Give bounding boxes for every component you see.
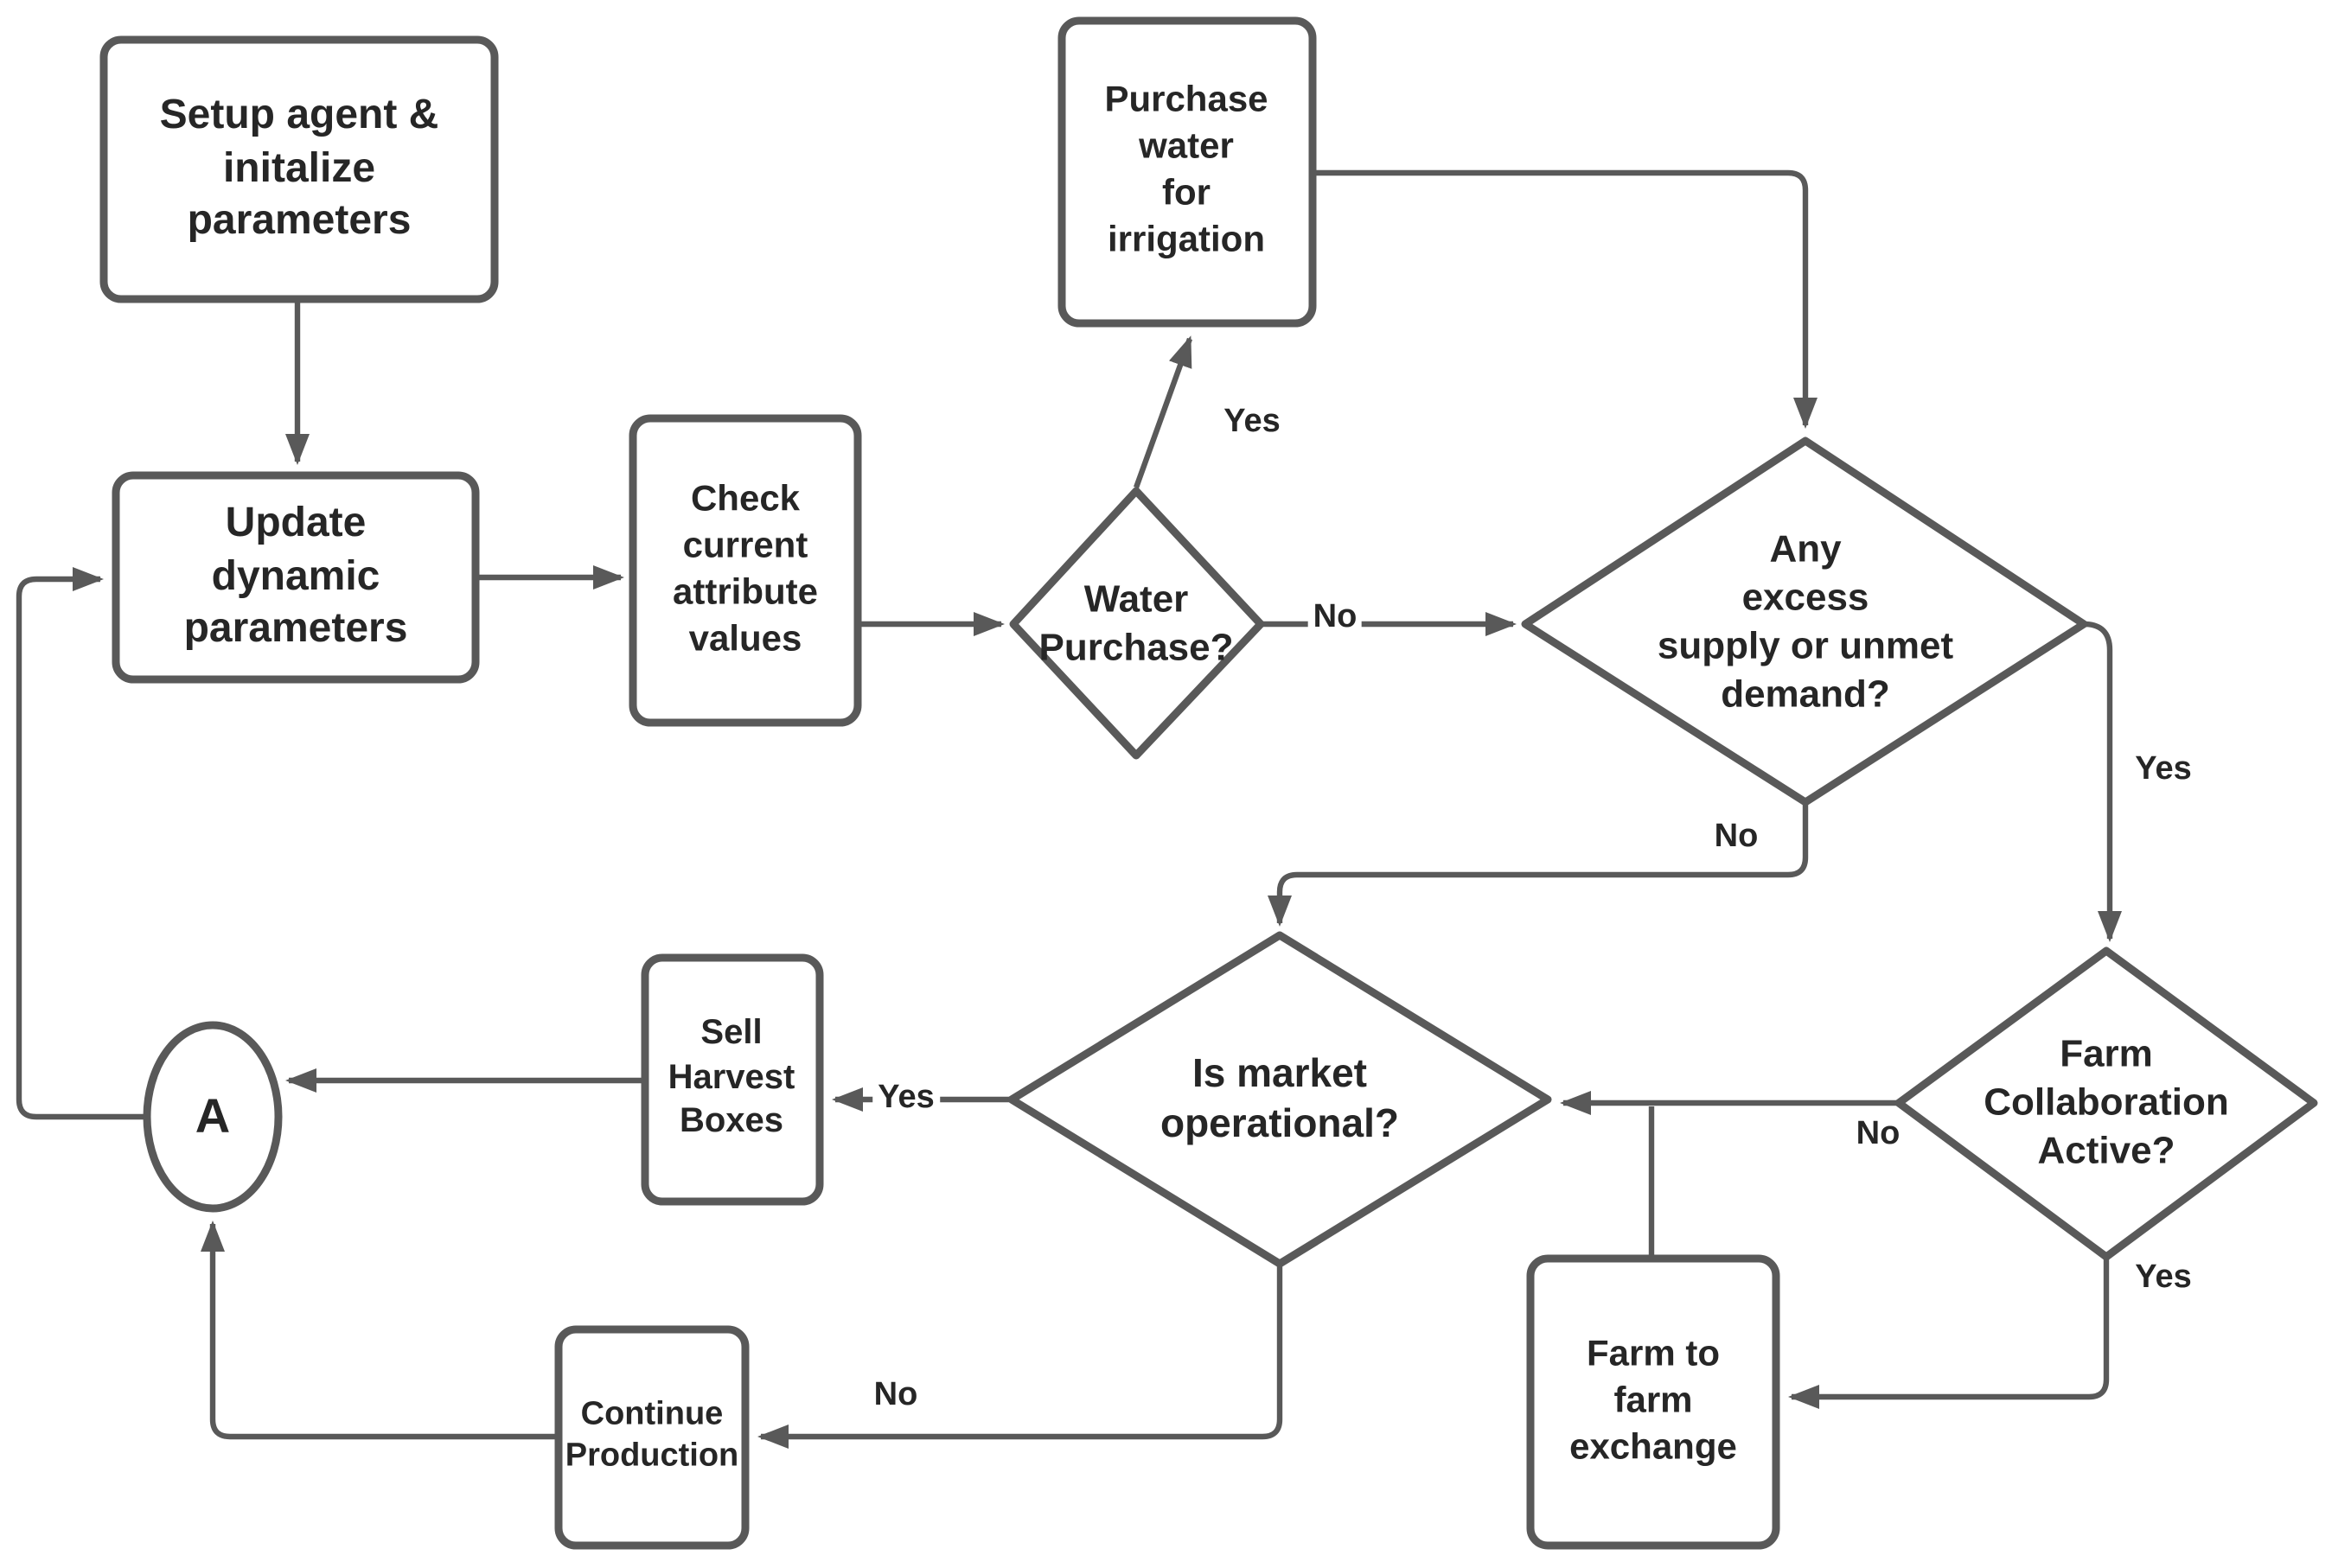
edge-label-excess-no: No <box>1709 819 1764 857</box>
node-farm-box <box>1526 1254 1780 1550</box>
setup-label: Setup agent & initalize parameters <box>159 91 439 245</box>
update-label: Update dynamic parameters <box>183 499 408 653</box>
edge-label-market-no: No <box>868 1377 923 1415</box>
check-label: Check current attribute values <box>673 479 818 659</box>
continue-label: Continue Production <box>565 1396 739 1475</box>
edge-label-excess-yes: Yes <box>2130 751 2197 789</box>
market-label: Is market operational? <box>1160 1050 1399 1146</box>
node-check-box <box>629 414 862 727</box>
nodes-group <box>99 16 2318 1550</box>
edges-group <box>16 169 2122 1449</box>
edge-label-water-no: No <box>1307 599 1363 637</box>
collab-label: Farm Collaboration Active? <box>1984 1031 2229 1173</box>
edge-continue-to-connectorA <box>201 1221 559 1440</box>
node-sell-box <box>641 953 824 1206</box>
edge-label-water-yes: Yes <box>1218 404 1286 442</box>
edge-collab-yes-to-farm <box>1788 1257 2110 1409</box>
excess-label: Any excess supply or unmet demand? <box>1657 526 1954 717</box>
node-connectorA-circle <box>143 1021 283 1213</box>
edge-purchase-to-excess <box>1313 169 1818 429</box>
node-collab-diamond <box>1894 947 2318 1261</box>
node-continue-box <box>554 1325 750 1550</box>
water-label: Water Purchase? <box>1038 577 1234 669</box>
edge-market-no-to-continue <box>757 1264 1283 1449</box>
edge-water-yes-to-purchase <box>1133 335 1193 489</box>
edge-label-market-yes: Yes <box>872 1080 940 1118</box>
node-market-diamond <box>1007 931 1552 1268</box>
edge-label-collab-yes: Yes <box>2130 1259 2197 1297</box>
connectorA-label: A <box>195 1089 231 1144</box>
purchase-label: Purchase water for irrigation <box>1104 80 1268 259</box>
node-purchase-box <box>1057 16 1317 328</box>
node-excess-diamond <box>1521 437 2088 806</box>
farm-label: Farm to farm exchange <box>1569 1334 1737 1467</box>
node-update-box <box>112 471 480 684</box>
node-setup-box <box>99 35 499 303</box>
sell-label: Sell Harvest Boxes <box>668 1014 795 1141</box>
edge-label-collab-no: No <box>1850 1116 1906 1154</box>
edge-connectorA-to-update <box>16 567 147 1120</box>
node-water-diamond <box>1009 487 1265 760</box>
edge-excess-yes-to-collab <box>2083 621 2122 942</box>
edge-excess-no-to-market <box>1268 802 1809 927</box>
